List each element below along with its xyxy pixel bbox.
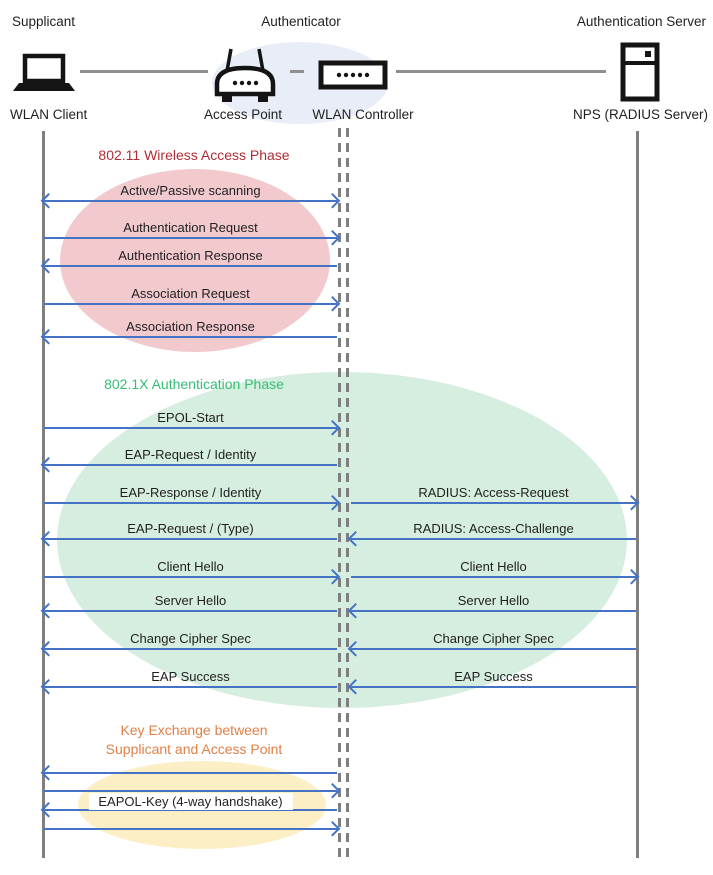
lifeline-wlan-client — [42, 131, 45, 858]
message-line — [44, 772, 337, 775]
device-label-wlan-controller: WLAN Controller — [312, 107, 414, 122]
message-line — [44, 265, 337, 268]
message-label: EPOL-Start — [157, 410, 224, 425]
phase-title-key-exchange: Key Exchange between Supplicant and Acce… — [105, 722, 283, 757]
message-line — [44, 502, 337, 505]
device-label-wlan-client: WLAN Client — [10, 107, 88, 122]
message-line — [351, 686, 636, 689]
message-line — [44, 610, 337, 613]
message-line — [44, 464, 337, 467]
wireless-router-icon — [214, 48, 276, 102]
message-label: RADIUS: Access-Challenge — [413, 521, 574, 536]
message-line — [44, 809, 337, 812]
message-label: RADIUS: Access-Request — [418, 485, 569, 500]
message-line — [44, 538, 337, 541]
message-label: Authentication Response — [118, 248, 263, 263]
message-line — [44, 336, 337, 339]
message-line — [44, 686, 337, 689]
message-line — [44, 200, 337, 203]
role-authentication-server: Authentication Server — [576, 14, 706, 29]
message-label: Client Hello — [460, 559, 527, 574]
message-label: EAPOL-Key (4-way handshake) — [88, 793, 293, 810]
message-line — [44, 828, 337, 831]
message-label: Server Hello — [457, 593, 530, 608]
message-line — [351, 538, 636, 541]
message-label: EAP Success — [151, 669, 230, 684]
message-label: Change Cipher Spec — [130, 631, 251, 646]
device-label-nps-radius-server: NPS (RADIUS Server) — [572, 107, 708, 122]
laptop-icon — [13, 53, 75, 91]
message-line — [44, 790, 337, 793]
message-label: Change Cipher Spec — [433, 631, 554, 646]
message-label: EAP Success — [454, 669, 533, 684]
message-label: Authentication Request — [123, 220, 258, 235]
lifeline-controller-dashed-1 — [338, 128, 341, 858]
connector-client-ap — [80, 70, 208, 73]
device-label-access-point: Access Point — [203, 107, 283, 122]
message-label: EAP-Response / Identity — [119, 485, 262, 500]
message-line — [351, 576, 636, 579]
message-label: EAP-Request / (Type) — [127, 521, 254, 536]
phase-title-802-11: 802.11 Wireless Access Phase — [98, 147, 290, 163]
connector-controller-server — [396, 70, 606, 73]
message-line — [351, 502, 636, 505]
message-label: Server Hello — [154, 593, 227, 608]
message-label: Association Response — [126, 319, 255, 334]
role-authenticator: Authenticator — [261, 14, 341, 29]
message-line — [351, 610, 636, 613]
message-label: Client Hello — [157, 559, 224, 574]
message-label: Active/Passive scanning — [120, 183, 261, 198]
phase-802-11-ellipse — [60, 169, 330, 352]
message-line — [44, 648, 337, 651]
message-line — [44, 427, 337, 430]
role-supplicant: Supplicant — [12, 14, 76, 29]
phase-title-802-1x: 802.1X Authentication Phase — [104, 376, 284, 392]
connector-ap-controller — [290, 70, 304, 73]
controller-box-icon — [318, 60, 388, 90]
message-line — [44, 576, 337, 579]
message-label: Association Request — [131, 286, 250, 301]
message-label: EAP-Request / Identity — [124, 447, 257, 462]
lifeline-controller-dashed-2 — [346, 128, 349, 858]
message-line — [44, 237, 337, 240]
server-icon — [620, 42, 660, 102]
lifeline-nps-server — [636, 131, 639, 858]
message-line — [351, 648, 636, 651]
message-line — [44, 303, 337, 306]
